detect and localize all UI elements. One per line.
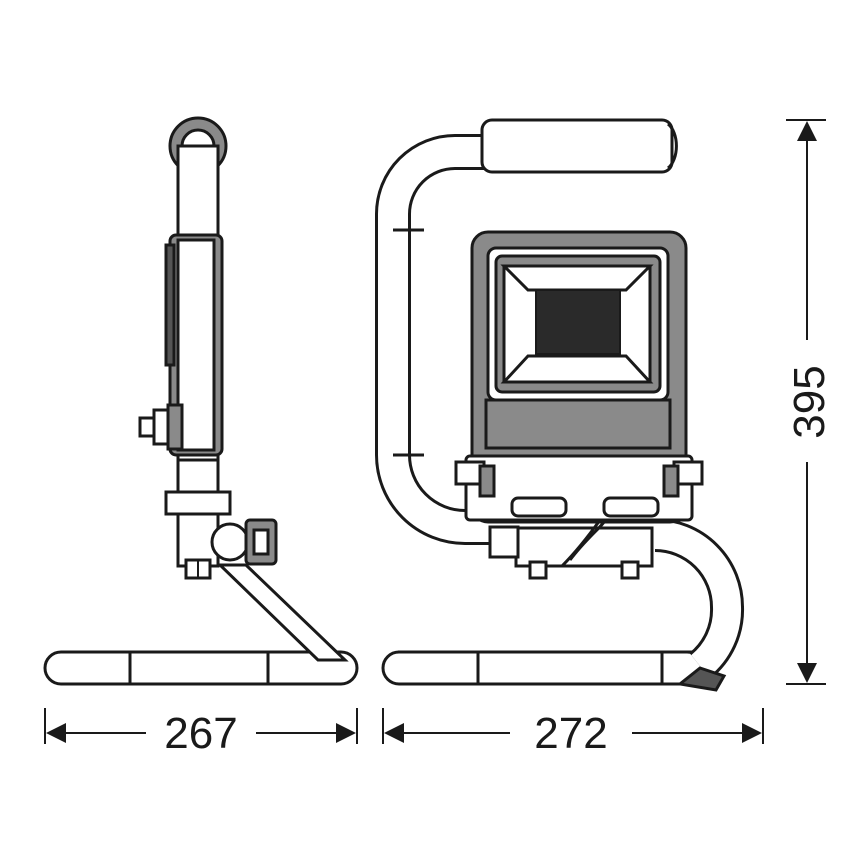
- dimension-front-width: 272: [382, 708, 764, 758]
- side-bracket: [164, 490, 232, 580]
- led-panel: [535, 289, 621, 355]
- side-view: [43, 116, 359, 686]
- height-label: 395: [785, 365, 834, 438]
- front-grip: [480, 118, 678, 174]
- side-knob: [138, 403, 184, 451]
- dimension-height: 395: [785, 119, 834, 685]
- side-hinge: [210, 518, 278, 566]
- front-base: [381, 518, 745, 692]
- front-lamp-body: [454, 230, 704, 524]
- side-lamp-housing: [164, 233, 224, 457]
- front-bracket: [488, 496, 660, 580]
- side-base: [43, 650, 359, 686]
- front-handle-tube: [375, 134, 520, 545]
- front-width-label: 272: [534, 709, 607, 758]
- front-view: [375, 118, 745, 692]
- dimension-side-width: 267: [44, 708, 358, 758]
- side-width-label: 267: [164, 709, 237, 758]
- side-strut: [216, 563, 349, 662]
